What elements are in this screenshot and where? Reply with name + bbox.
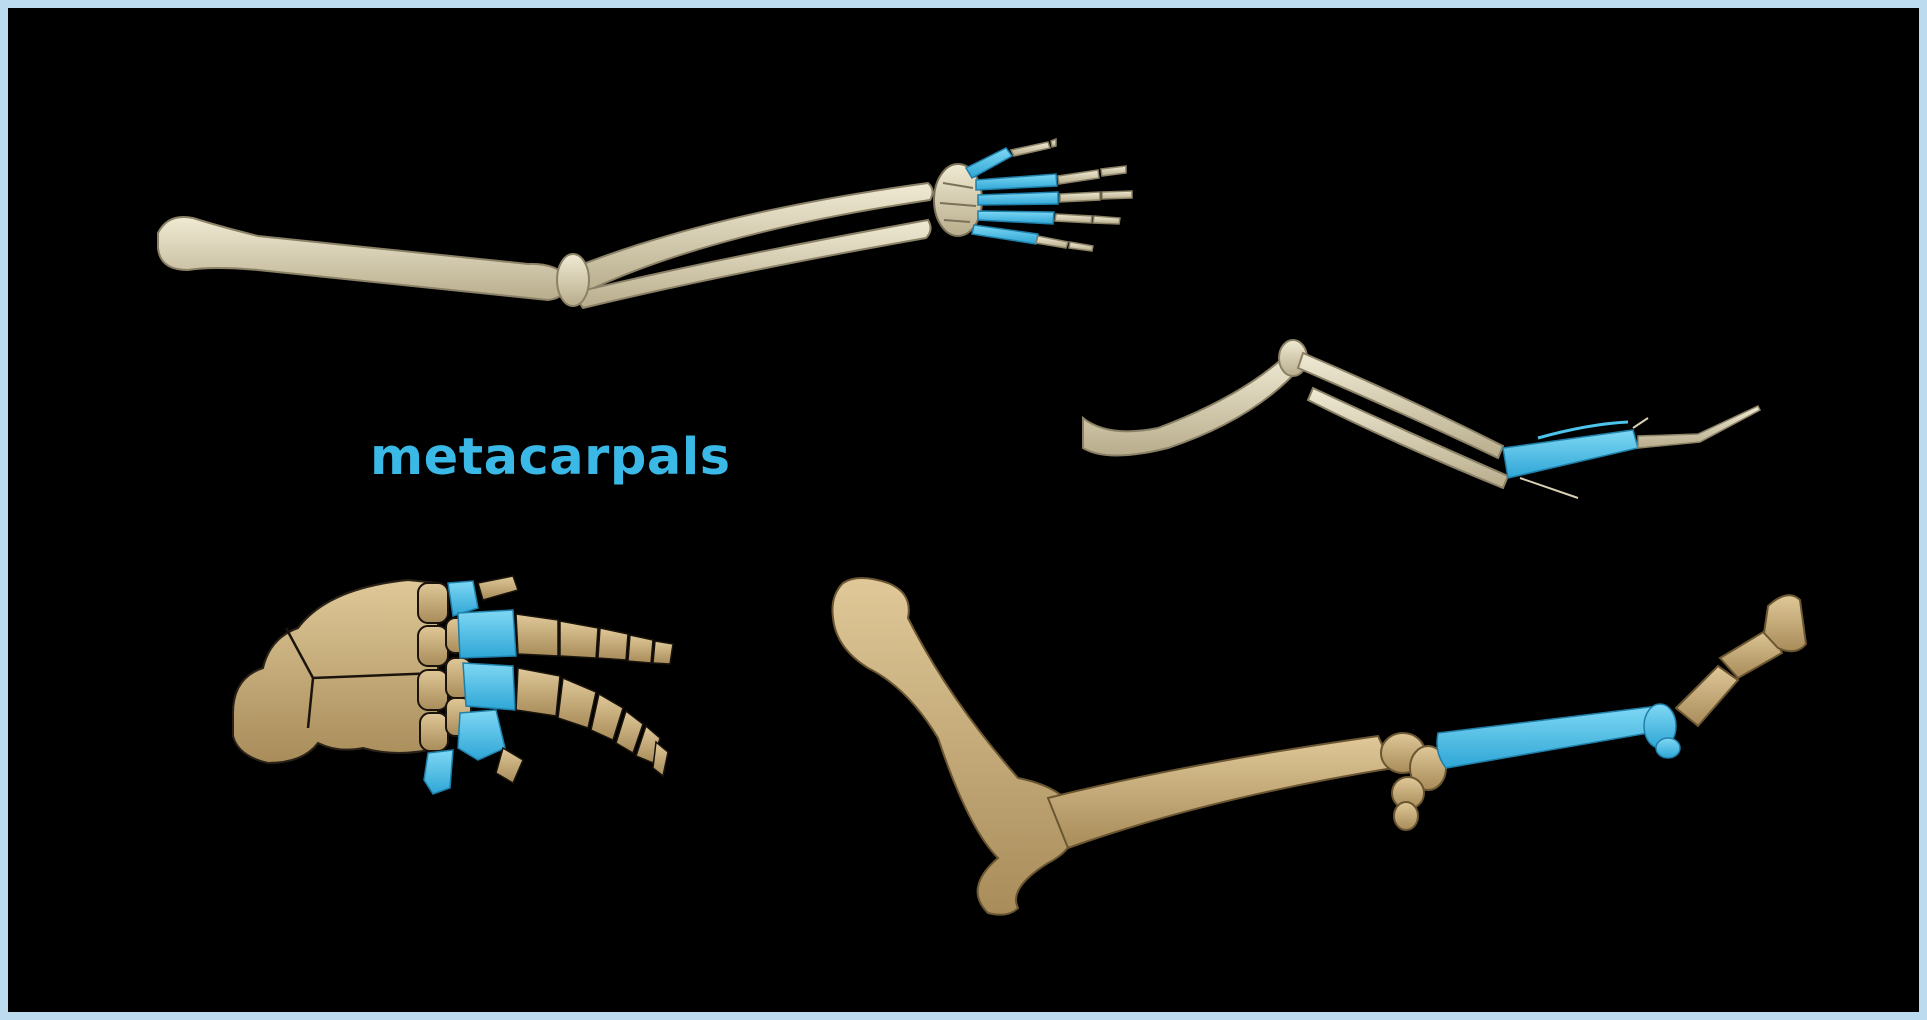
radius-ulna-horse (1048, 736, 1393, 848)
metacarpal-human-3 (978, 192, 1058, 205)
homologous-limbs-illustration (8, 8, 1919, 1012)
phalanges-horse (1676, 595, 1806, 726)
human-arm (158, 139, 1132, 308)
whale-flipper (233, 576, 673, 794)
metacarpals-human (966, 148, 1058, 244)
humerus-radius-ulna-whale (233, 580, 438, 763)
radius-ulna-human (557, 183, 933, 308)
humerus-human (158, 217, 568, 300)
humerus-bird (1083, 340, 1307, 456)
bird-wing (1083, 340, 1760, 498)
metacarpals-bird (1503, 422, 1638, 478)
scapula-humerus-horse (832, 578, 1078, 915)
radius-ulna-bird (1298, 353, 1508, 488)
metacarpal-human-5 (972, 225, 1038, 244)
metacarpal-human-2 (976, 174, 1057, 190)
metacarpals-label: metacarpals (370, 428, 731, 487)
metacarpal-human-1 (966, 148, 1012, 178)
carpals-horse (1381, 733, 1446, 830)
metacarpal-human-4 (978, 211, 1054, 224)
figure-canvas: metacarpals (8, 8, 1919, 1012)
metacarpals-horse (1437, 704, 1680, 768)
horse-foreleg (832, 578, 1806, 915)
